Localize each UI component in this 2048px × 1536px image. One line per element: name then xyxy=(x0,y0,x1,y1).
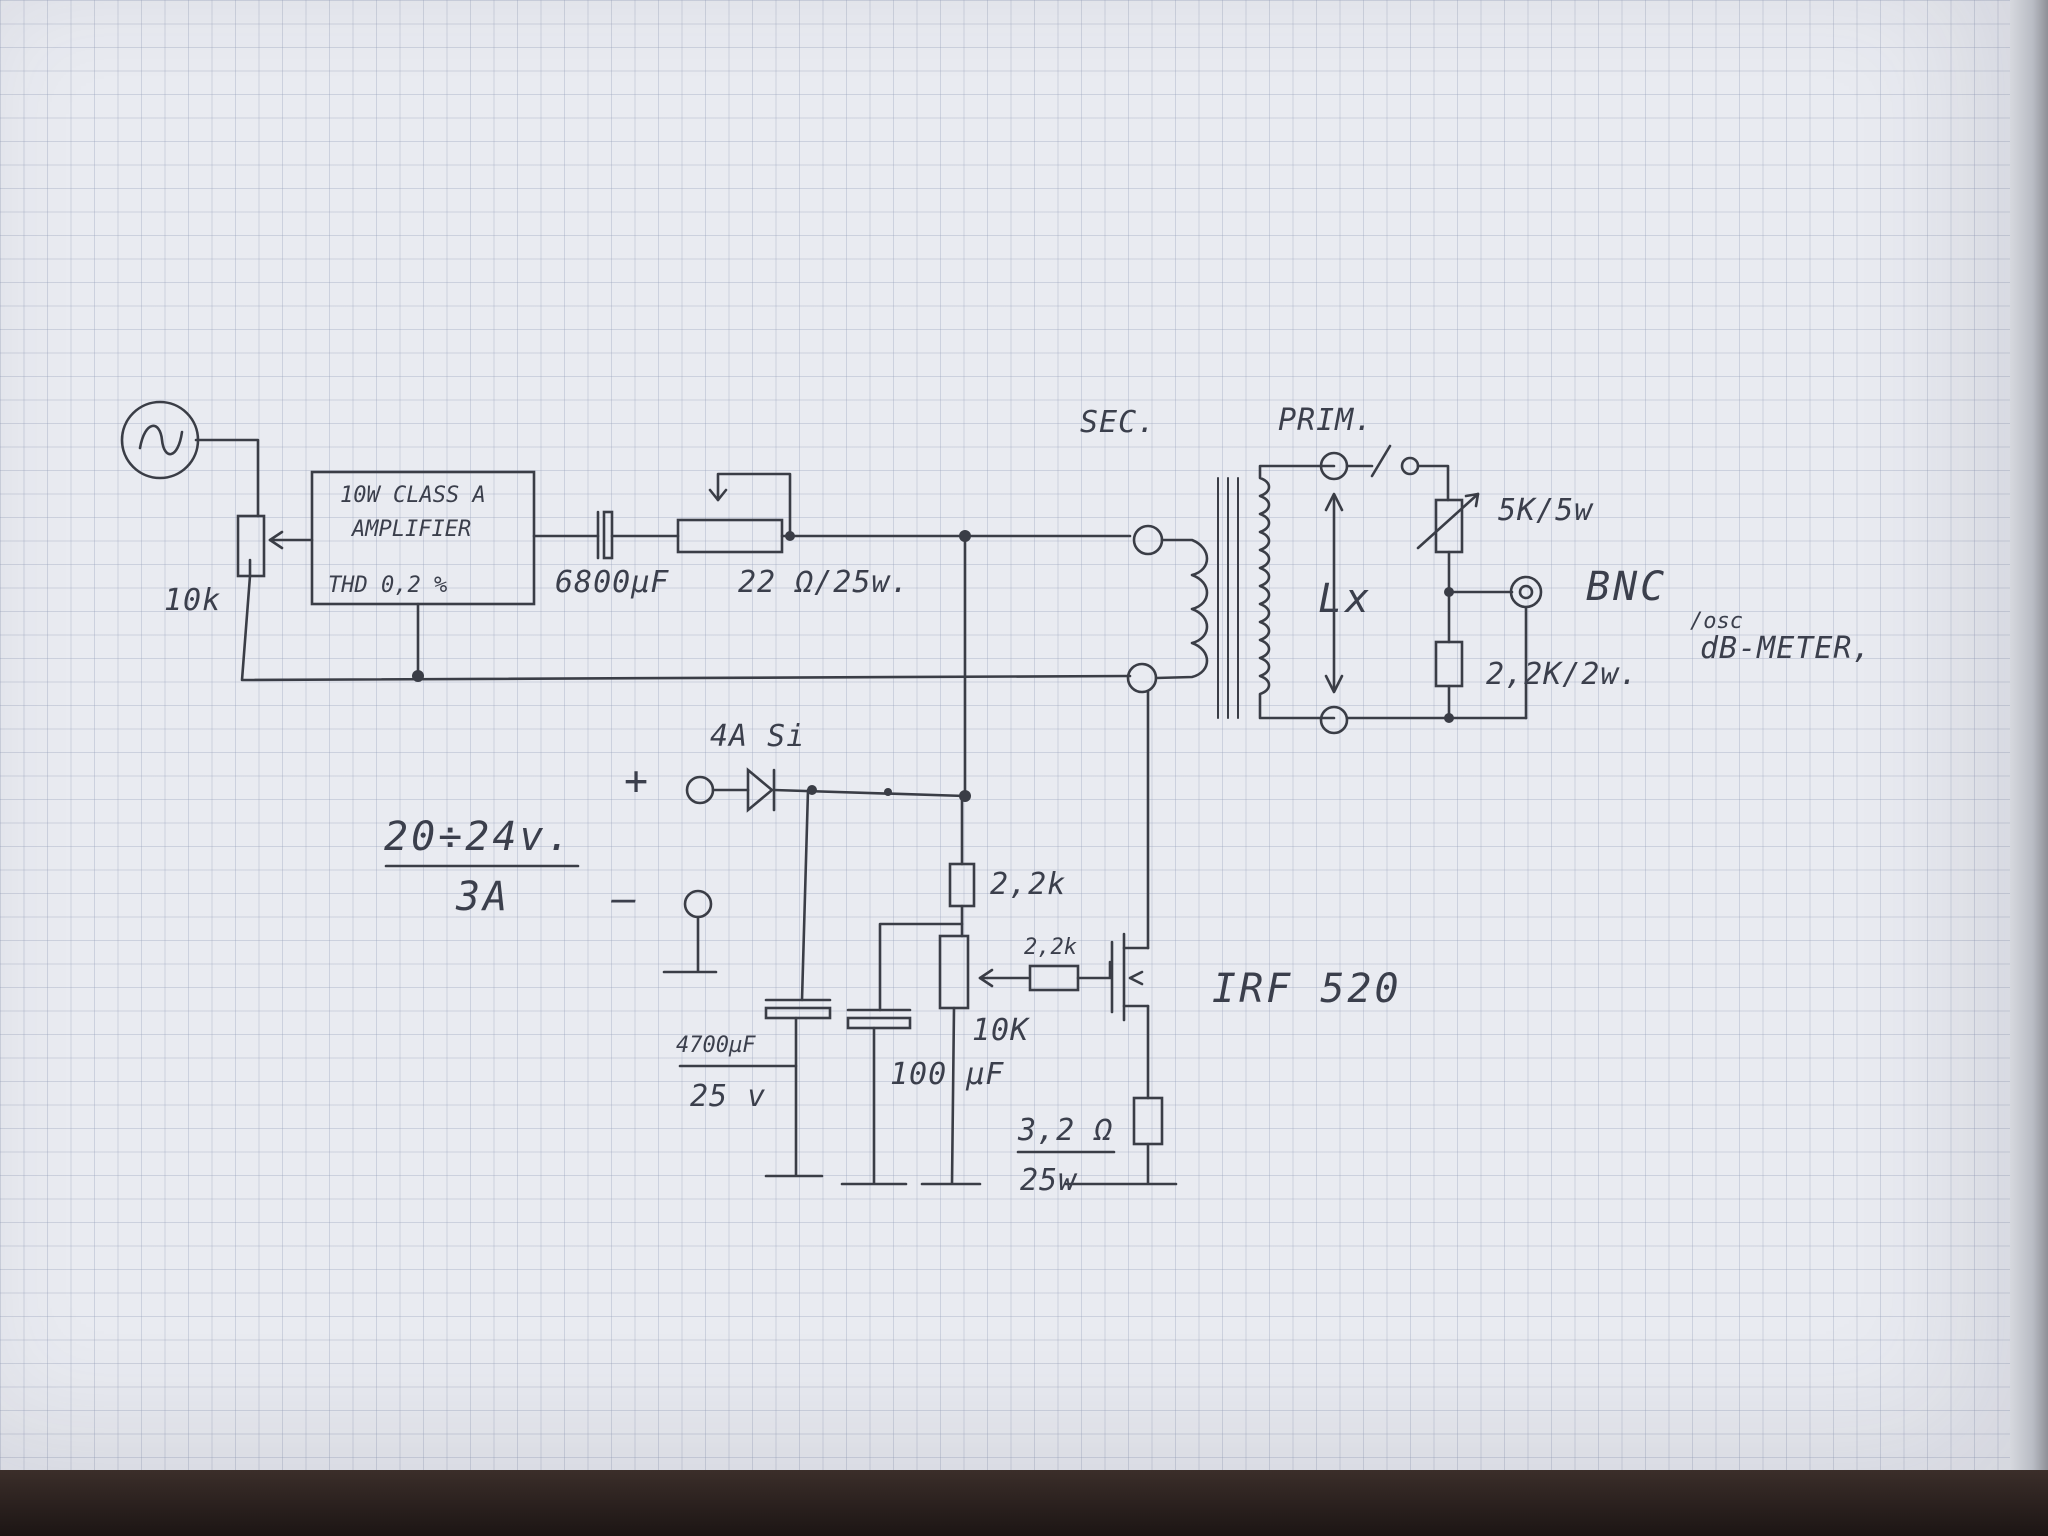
resistor-2k2-2w-label: 2,2K/2w. xyxy=(1486,657,1639,692)
resistor-2k2-2w xyxy=(1434,640,1464,688)
minus-ground-wire xyxy=(662,915,718,974)
bulk-cap-wire xyxy=(800,788,810,1002)
secondary-terminal-bottom xyxy=(1126,662,1158,694)
secondary-terminal-top xyxy=(1132,524,1164,556)
return-wire xyxy=(1345,684,1451,720)
transformer-core xyxy=(1217,477,1239,719)
mosfet-symbol xyxy=(1110,932,1150,1022)
coupling-capacitor xyxy=(596,510,614,560)
plus-terminal-label: + xyxy=(624,758,651,804)
primary-winding xyxy=(1258,464,1336,720)
source-resistor-value-label: 3,2 Ω xyxy=(1017,1113,1113,1148)
bulk-cap-value-label: 4700µF xyxy=(676,1033,756,1058)
secondary-winding xyxy=(1154,538,1209,680)
input-potentiometer xyxy=(236,514,314,578)
junction-dot xyxy=(807,785,817,795)
bnc-label: BNC xyxy=(1586,564,1667,610)
bulk-capacitor xyxy=(764,998,832,1020)
resistor-2k2-top xyxy=(948,862,976,908)
rectified-rail-wire xyxy=(772,788,967,798)
notebook-binding-edge xyxy=(2010,0,2048,1470)
resistor-2k2-gate-label: 2,2k xyxy=(1024,935,1077,960)
primary-terminal-bottom xyxy=(1319,705,1349,735)
gate-wire xyxy=(1076,960,1112,980)
bias-potentiometer xyxy=(920,934,1030,1186)
resistor-2k2-top-label: 2,2k xyxy=(990,867,1066,902)
amplifier-block xyxy=(310,470,536,682)
diode-label: 4A Si xyxy=(710,719,805,754)
graph-paper-sheet xyxy=(0,0,2010,1470)
source-resistor xyxy=(1132,1096,1164,1146)
supply-voltage-label: 20÷24v. xyxy=(384,814,574,860)
pot-5k-label: 5K/5w xyxy=(1498,493,1594,528)
supply-current-label: 3A xyxy=(455,874,510,920)
filter-cap-ground-wire xyxy=(840,1026,908,1186)
variable-resistor-5k xyxy=(1416,492,1480,554)
minus-terminal-label: – xyxy=(611,876,639,922)
plus-terminal xyxy=(685,775,715,805)
inductance-arrow xyxy=(1324,492,1344,694)
rheostat-22-ohm xyxy=(676,472,795,554)
diode-symbol xyxy=(746,767,776,813)
source-ground-wire xyxy=(1064,1142,1178,1186)
inductor-label: Lx xyxy=(1318,576,1372,622)
bias-node-wire xyxy=(878,922,964,1012)
coupling-capacitor-label: 6800µF xyxy=(555,565,669,600)
switch-symbol xyxy=(1345,444,1450,502)
generator-wire xyxy=(194,438,260,518)
signal-generator-symbol xyxy=(120,400,200,480)
primary-label: PRIM. xyxy=(1278,403,1373,438)
osc-label: /osc xyxy=(1690,609,1743,634)
bulk-cap-voltage-label: 25 v xyxy=(690,1079,766,1114)
filter-cap-label: 100 µF xyxy=(890,1057,1004,1092)
pot-input-label: 10k xyxy=(164,583,221,618)
minus-terminal xyxy=(683,889,713,919)
bnc-connector xyxy=(1509,575,1543,720)
secondary-label: SEC. xyxy=(1080,405,1156,440)
rheostat-label: 22 Ω/25w. xyxy=(738,565,910,600)
table-surface xyxy=(0,1470,2048,1536)
db-meter-label: dB-METER, xyxy=(1700,631,1872,666)
junction-dot xyxy=(884,788,892,796)
ground-return-wire xyxy=(240,574,1132,682)
bias-pot-label: 10K xyxy=(972,1013,1030,1048)
source-resistor-power-label: 25w xyxy=(1020,1163,1078,1198)
amp-thd-label: THD 0,2 % xyxy=(328,573,447,598)
bulk-cap-ground-wire xyxy=(764,1016,824,1178)
mosfet-label: IRF 520 xyxy=(1212,966,1402,1012)
amp-title-label: 10W CLASS A xyxy=(340,483,486,508)
filter-capacitor xyxy=(846,1008,912,1030)
resistor-2k2-gate xyxy=(1028,964,1080,992)
amp-subtitle-label: AMPLIFIER xyxy=(350,517,471,542)
